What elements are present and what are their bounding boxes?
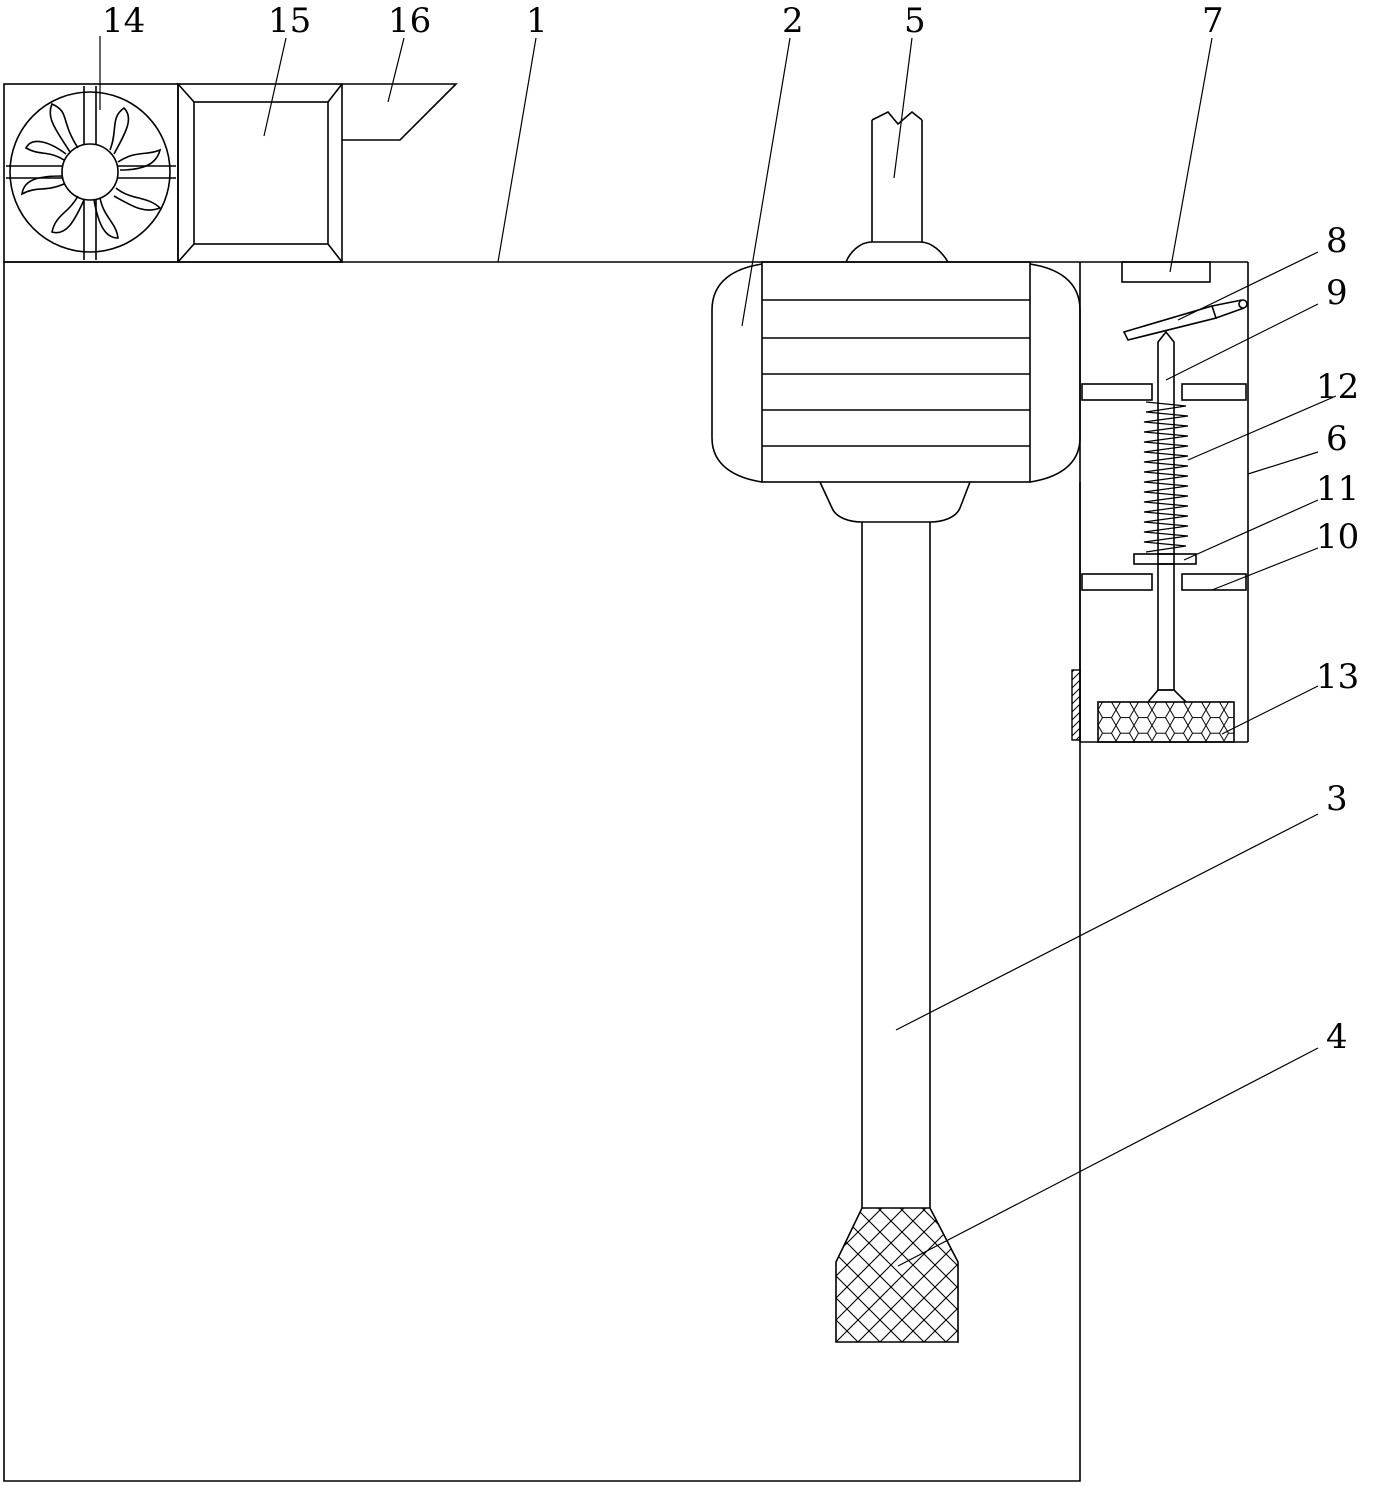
label-2: 2 <box>782 1 804 41</box>
fan-assembly <box>3 83 179 263</box>
motor <box>711 241 1081 523</box>
label-9: 9 <box>1326 273 1348 313</box>
rod <box>861 522 931 1208</box>
label-11: 11 <box>1316 469 1359 509</box>
chamber-box <box>177 83 343 263</box>
label-1: 1 <box>526 1 548 41</box>
main-body <box>3 261 1248 1482</box>
rod-head <box>835 1207 959 1343</box>
label-14: 14 <box>102 1 145 41</box>
washer <box>1133 553 1197 565</box>
label-6: 6 <box>1326 419 1348 459</box>
label-3: 3 <box>1326 779 1348 819</box>
label-5: 5 <box>904 1 926 41</box>
honeycomb-pad <box>1097 701 1235 743</box>
label-16: 16 <box>388 1 431 41</box>
lever <box>1122 299 1248 341</box>
label-13: 13 <box>1316 657 1359 697</box>
top-shaft <box>871 110 923 242</box>
side-housing <box>1071 261 1249 743</box>
label-10: 10 <box>1316 517 1359 557</box>
label-4: 4 <box>1326 1017 1348 1057</box>
label-8: 8 <box>1326 221 1348 261</box>
outlet-nozzle <box>342 83 458 141</box>
fan-blades <box>21 102 162 239</box>
label-15: 15 <box>268 1 311 41</box>
spring <box>1143 401 1189 553</box>
label-7: 7 <box>1202 1 1224 41</box>
part-labels: 14 15 16 1 2 5 7 8 9 12 6 11 10 13 3 4 <box>102 1 1359 1057</box>
plunger-rod <box>1147 330 1187 703</box>
leader-lines <box>99 36 1337 1267</box>
label-12: 12 <box>1316 367 1359 407</box>
